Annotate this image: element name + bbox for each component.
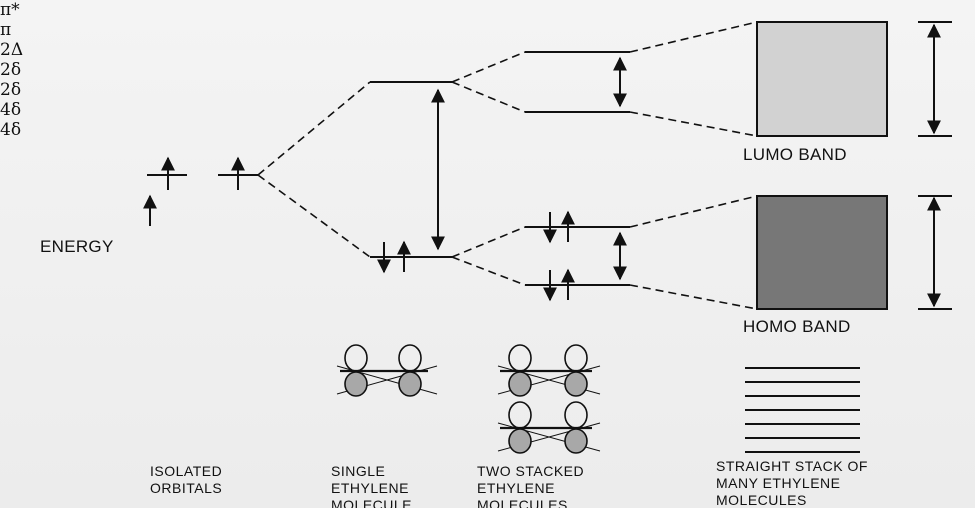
caption-line: ETHYLENE — [331, 480, 412, 497]
caption-line: SINGLE — [331, 463, 412, 480]
caption-line: STRAIGHT STACK OF — [716, 458, 868, 475]
correlation-line — [452, 257, 525, 285]
caption-line: ISOLATED — [150, 463, 222, 480]
lumo-band-label: LUMO BAND — [743, 146, 847, 163]
caption-line: TWO STACKED — [477, 463, 584, 480]
caption-line: MANY ETHYLENE — [716, 475, 868, 492]
stacked-molecule-orbitals-upper — [498, 345, 600, 396]
caption-stack: STRAIGHT STACK OF MANY ETHYLENE MOLECULE… — [716, 458, 868, 508]
correlation-line — [258, 82, 370, 175]
correlation-line — [630, 22, 757, 52]
caption-line: MOLECULE — [331, 497, 412, 508]
single-molecule-orbitals — [337, 345, 437, 396]
stacked-molecule-orbitals-lower — [498, 402, 600, 453]
correlation-line — [452, 52, 525, 82]
straight-stack-lines — [745, 368, 860, 452]
caption-isolated: ISOLATED ORBITALS — [150, 463, 222, 497]
caption-stacked: TWO STACKED ETHYLENE MOLECULES — [477, 463, 584, 508]
caption-line: MOLECULES — [477, 497, 584, 508]
caption-single: SINGLE ETHYLENE MOLECULE — [331, 463, 412, 508]
caption-line: ETHYLENE — [477, 480, 584, 497]
caption-line: MOLECULES — [716, 492, 868, 508]
caption-line: ORBITALS — [150, 480, 222, 497]
correlation-line — [258, 175, 370, 257]
homo-band-label: HOMO BAND — [743, 318, 851, 335]
homo-band-box — [757, 196, 887, 309]
correlation-line — [630, 285, 757, 309]
lumo-band-box — [757, 22, 887, 136]
correlation-line — [452, 227, 525, 257]
correlation-line — [630, 112, 757, 136]
energy-axis-label: ENERGY — [40, 238, 114, 255]
correlation-line — [630, 196, 757, 227]
correlation-line — [452, 82, 525, 112]
